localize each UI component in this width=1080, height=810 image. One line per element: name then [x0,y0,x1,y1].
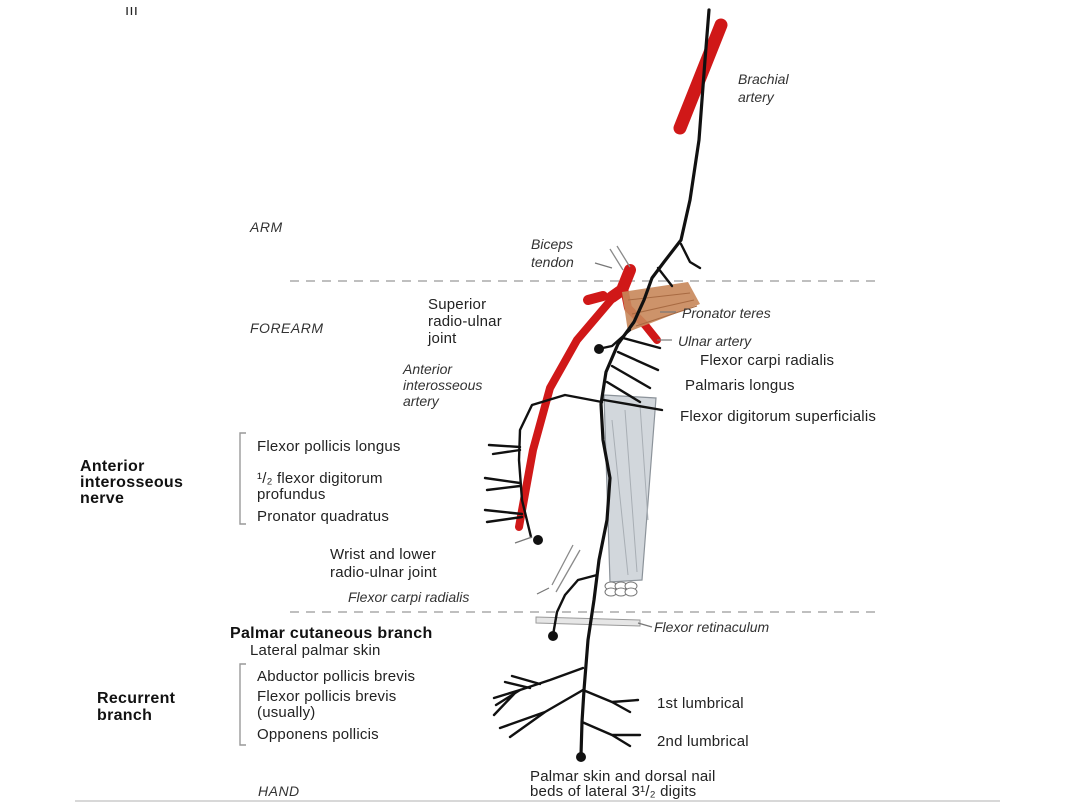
radial-artery-stub [583,291,608,305]
aion-branch-fpl [487,443,522,456]
aion-branch-pq [483,508,524,524]
label-superior-radio-ulnar-joint: Superior radio-ulnar joint [427,296,506,347]
label-abductor-pollicis-brevis: Abductor pollicis brevis [257,668,415,685]
label-second-lumbrical: 2nd lumbrical [657,733,749,750]
median-nerve [483,8,711,762]
label-lateral-palmar-skin: Lateral palmar skin [250,642,381,659]
aion-branch-fdp [483,476,522,492]
recurrent-branch-apb [503,674,542,690]
pronator-teres-fibres [627,292,698,327]
label-flexor-carpi-radialis-lower: Flexor carpi radialis [348,589,469,605]
label-biceps-tendon: Biceps tendon [531,236,577,270]
nerve-ending-palmar-cutaneous [548,631,558,641]
label-palmaris-longus: Palmaris longus [685,377,795,394]
group-anterior-interosseous-nerve: Anterior interosseous nerve [80,458,188,507]
label-flexor-pollicis-brevis: Flexor pollicis brevis (usually) [257,688,401,721]
nerve-ending-superior-joint [594,344,604,354]
label-anterior-interosseous-artery: Anterior interosseous artery [402,361,486,409]
label-opponens-pollicis: Opponens pollicis [257,726,379,743]
label-pronator-quadratus: Pronator quadratus [257,508,389,525]
region-forearm: FOREARM [250,320,324,336]
leader-fcr-lower [536,587,550,595]
aion-bracket [239,432,246,525]
label-flexor-digitorum-superficialis: Flexor digitorum superficialis [680,408,876,425]
region-arm: ARM [249,219,283,235]
label-flexor-retinaculum: Flexor retinaculum [654,619,769,635]
flexor-retinaculum-band [535,616,641,627]
label-palmar-cutaneous-branch: Palmar cutaneous branch [230,625,433,642]
fds-muscle-belly [603,394,657,583]
label-flexor-pollicis-longus: Flexor pollicis longus [257,438,401,455]
leader-wrist-joint [514,536,533,544]
nerve-ending-digits [576,752,586,762]
label-wrist-lower-radio-ulnar-joint: Wrist and lower radio-ulnar joint [330,546,440,581]
nerve-branch-second-lumbrical [580,720,642,748]
recurrent-branch-fpb [492,688,522,717]
recurrent-bracket [239,663,246,746]
anterior-interosseous-artery-vessel [515,296,615,531]
fds-tendons [604,581,638,597]
recurrent-branch-op [498,688,585,739]
group-recurrent-branch: Recurrent branch [97,690,180,724]
label-half-flexor-digitorum-profundus: ¹/₂ flexor digitorum profundus [257,470,387,503]
fds-muscle-fibres [611,404,649,576]
leader-retinaculum [637,622,653,628]
nerve-branch-first-lumbrical [581,688,640,714]
label-pronator-teres: Pronator teres [682,305,771,321]
nerve-branch-elbow [679,242,702,270]
brachial-artery-upper [673,18,728,135]
label-flexor-carpi-radialis-upper: Flexor carpi radialis [700,352,834,369]
label-palmar-skin-digits: Palmar skin and dorsal nail beds of late… [530,768,720,800]
label-ulnar-artery: Ulnar artery [678,333,752,349]
palmar-cutaneous-nerve [551,573,599,637]
median-nerve-trunk [579,8,711,757]
nerve-branch-pronator-teres [656,266,674,288]
anterior-interosseous-nerve [517,393,604,539]
region-hand: HAND [258,783,300,799]
flexor-carpi-radialis-lines [551,544,581,593]
flexor-digitorum-superficialis-muscle [603,394,657,597]
label-first-lumbrical: 1st lumbrical [657,695,744,712]
corner-mark: ııı [125,2,138,19]
nerve-muscular-branches [602,336,664,412]
label-brachial-artery: Brachial artery [738,71,792,105]
biceps-tendon-lines [609,245,631,271]
recurrent-branch-nerve [492,666,585,700]
nerve-ending-wrist-joint [533,535,543,545]
leader-biceps [594,262,613,269]
